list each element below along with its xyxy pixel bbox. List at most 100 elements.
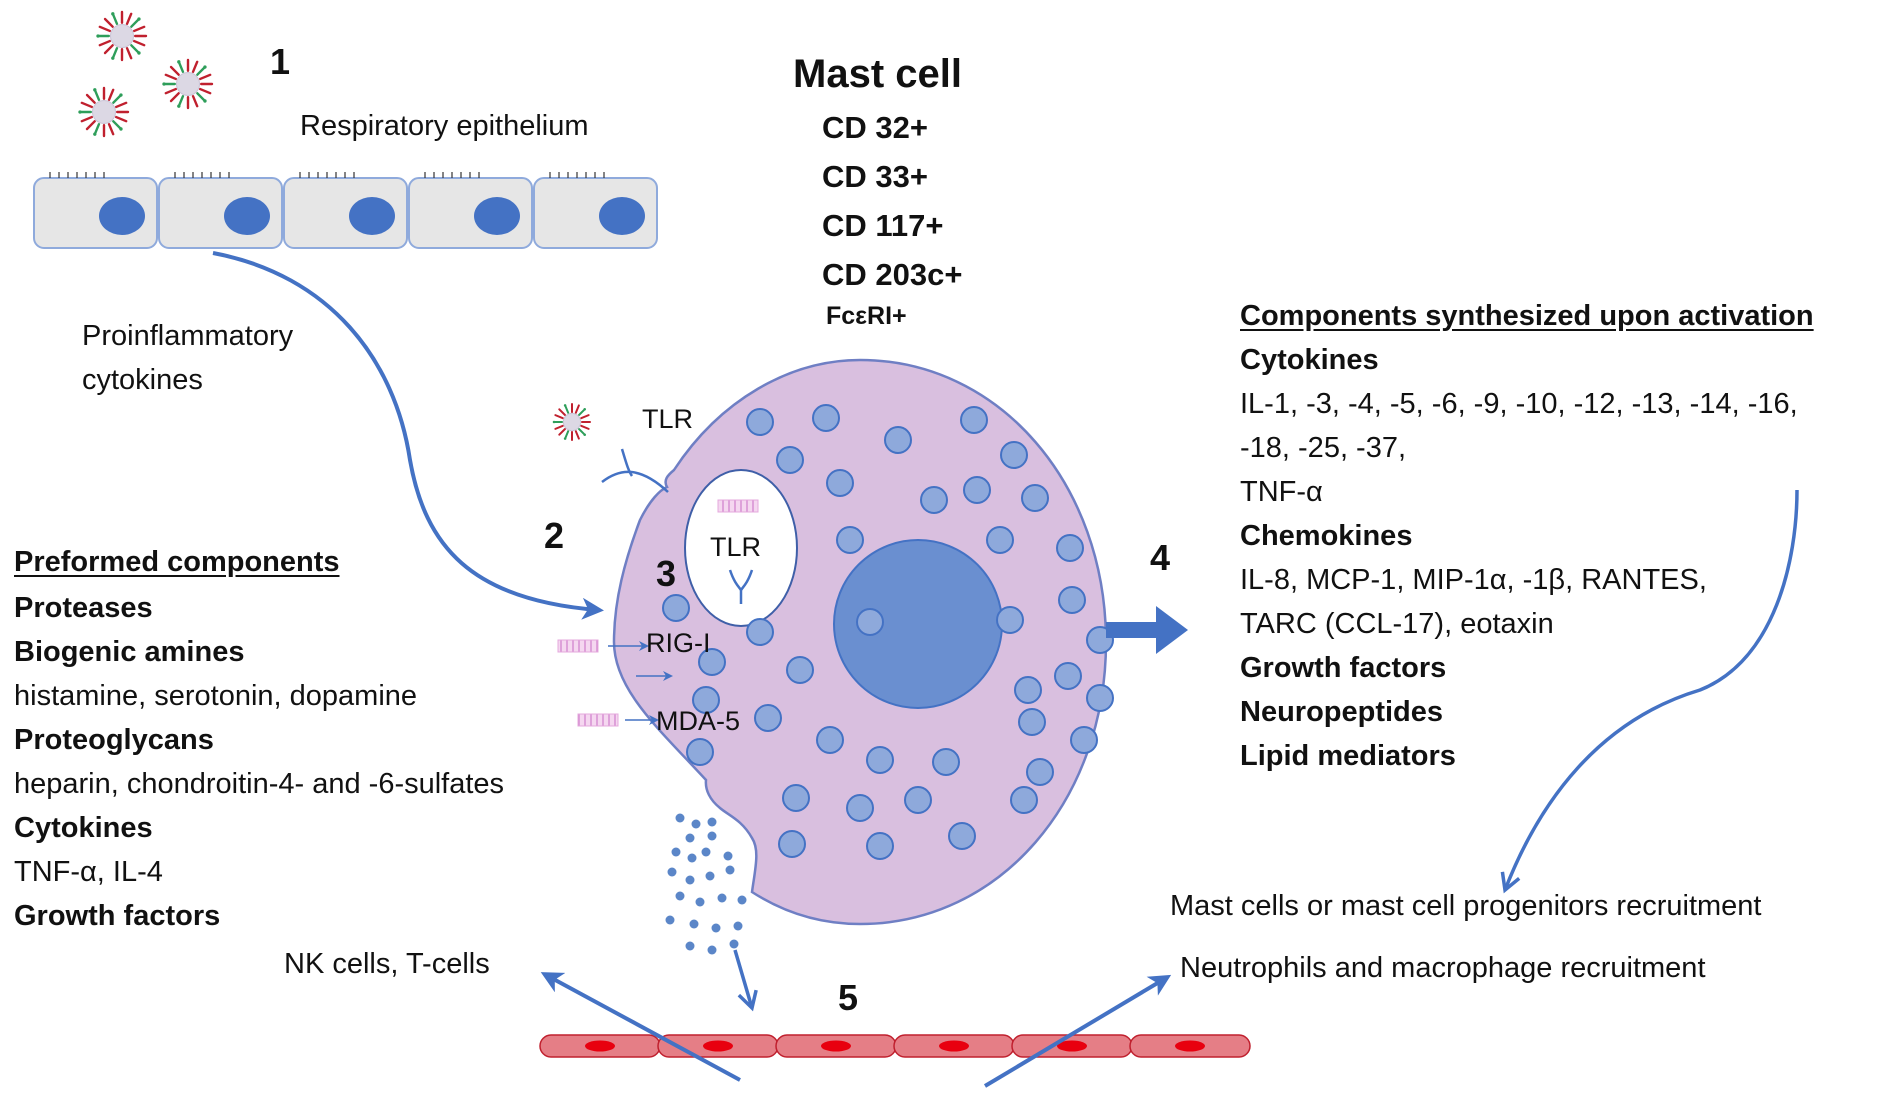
proinflammatory-line2: cytokines — [82, 364, 203, 396]
blood-vessel — [539, 1034, 1251, 1058]
endothelial-cell — [539, 1034, 661, 1058]
granule — [778, 830, 806, 858]
endothelial-cell — [775, 1034, 897, 1058]
granule — [754, 704, 782, 732]
preformed-row: histamine, serotonin, dopamine — [14, 680, 418, 712]
released-granule — [725, 865, 735, 875]
recruitment-curve-arrow — [1500, 489, 1799, 894]
granule — [856, 608, 884, 636]
granule — [948, 822, 976, 850]
preformed-row: Growth factors — [14, 900, 221, 932]
epithelial-nucleus — [99, 197, 145, 235]
rna-endosome — [717, 499, 759, 513]
synthesized-row: Cytokines — [1240, 344, 1379, 376]
granule — [1018, 708, 1046, 736]
released-granule — [729, 939, 739, 949]
granule — [816, 726, 844, 754]
cd-marker: CD 203c+ — [822, 257, 963, 292]
granule — [1056, 534, 1084, 562]
preformed-row: Biogenic amines — [14, 636, 245, 668]
preformed-row: Proteoglycans — [14, 724, 214, 756]
granule — [1000, 441, 1028, 469]
granules-to-vessel-arrow — [733, 949, 758, 1012]
granule — [1014, 676, 1042, 704]
rna-mda — [577, 713, 619, 727]
preformed-row: Cytokines — [14, 812, 153, 844]
secretion-arrow — [1106, 606, 1188, 654]
released-granule — [705, 871, 715, 881]
synthesized-row: IL-1, -3, -4, -5, -6, -9, -10, -12, -13,… — [1240, 388, 1798, 420]
endothelial-cell — [893, 1034, 1015, 1058]
granule — [1058, 586, 1086, 614]
endosome — [684, 469, 798, 627]
granule — [746, 408, 774, 436]
granule — [904, 786, 932, 814]
granule — [1086, 684, 1114, 712]
granule — [1010, 786, 1038, 814]
preformed-row: Proteases — [14, 592, 153, 624]
rna-rig — [557, 639, 599, 653]
tlr-endosome-receptor — [728, 569, 754, 604]
cd-marker: CD 117+ — [822, 208, 944, 243]
granule — [746, 618, 774, 646]
granule — [920, 486, 948, 514]
cd-marker: CD 32+ — [822, 110, 928, 145]
virus-icon — [552, 403, 591, 441]
granule — [1070, 726, 1098, 754]
released-granules — [665, 813, 747, 955]
nk-tcell-label: NK cells, T-cells — [284, 948, 490, 980]
preformed-row: TNF-α, IL-4 — [14, 856, 163, 888]
granule — [963, 476, 991, 504]
granule — [866, 746, 894, 774]
granules — [662, 404, 1114, 860]
released-granule — [701, 847, 711, 857]
granule — [884, 426, 912, 454]
synthesized-row: Neuropeptides — [1240, 696, 1444, 728]
released-granule — [711, 923, 721, 933]
granule — [836, 526, 864, 554]
released-granule — [689, 919, 699, 929]
granule — [932, 748, 960, 776]
respiratory-epithelium — [33, 172, 658, 249]
released-granule — [685, 941, 695, 951]
synthesized-heading: Components synthesized upon activation — [1240, 300, 1814, 332]
granule — [692, 686, 720, 714]
fc-epsilon-marker: FcεRI+ — [826, 302, 907, 330]
released-granule — [707, 817, 717, 827]
epithelial-nucleus — [599, 197, 645, 235]
preformed-heading: Preformed components — [14, 546, 340, 578]
synthesized-row: TARC (CCL-17), eotaxin — [1240, 608, 1554, 640]
preformed-row: heparin, chondroitin-4- and -6-sulfates — [14, 768, 505, 800]
released-granule — [685, 875, 695, 885]
granule — [1054, 662, 1082, 690]
epithelial-cell — [408, 172, 533, 249]
mast-recruitment-label: Mast cells or mast cell progenitors recr… — [1170, 890, 1762, 922]
proinflammatory-arrow — [212, 251, 604, 620]
step-4-label: 4 — [1150, 537, 1171, 578]
synthesized-row: TNF-α — [1240, 476, 1323, 508]
step-5-label: 5 — [838, 977, 859, 1018]
endothelial-cell — [1129, 1034, 1251, 1058]
released-granule — [717, 893, 727, 903]
granule — [996, 606, 1024, 634]
granule — [1021, 484, 1049, 512]
granule — [776, 446, 804, 474]
synthesized-row: Chemokines — [1240, 520, 1413, 552]
granule — [698, 648, 726, 676]
released-granule — [685, 833, 695, 843]
epithelium-label: Respiratory epithelium — [300, 110, 589, 142]
proinflammatory-line1: Proinflammatory — [82, 320, 294, 352]
neutrophil-recruitment-label: Neutrophils and macrophage recruitment — [1180, 952, 1706, 984]
granule — [786, 656, 814, 684]
granule — [866, 832, 894, 860]
released-granule — [675, 891, 685, 901]
mda-5-label: MDA-5 — [656, 706, 741, 736]
synthesized-row: Lipid mediators — [1240, 740, 1456, 772]
epithelial-cell — [158, 172, 283, 249]
step-3-label: 3 — [656, 553, 677, 594]
released-granule — [733, 921, 743, 931]
virus-particles — [78, 10, 591, 441]
